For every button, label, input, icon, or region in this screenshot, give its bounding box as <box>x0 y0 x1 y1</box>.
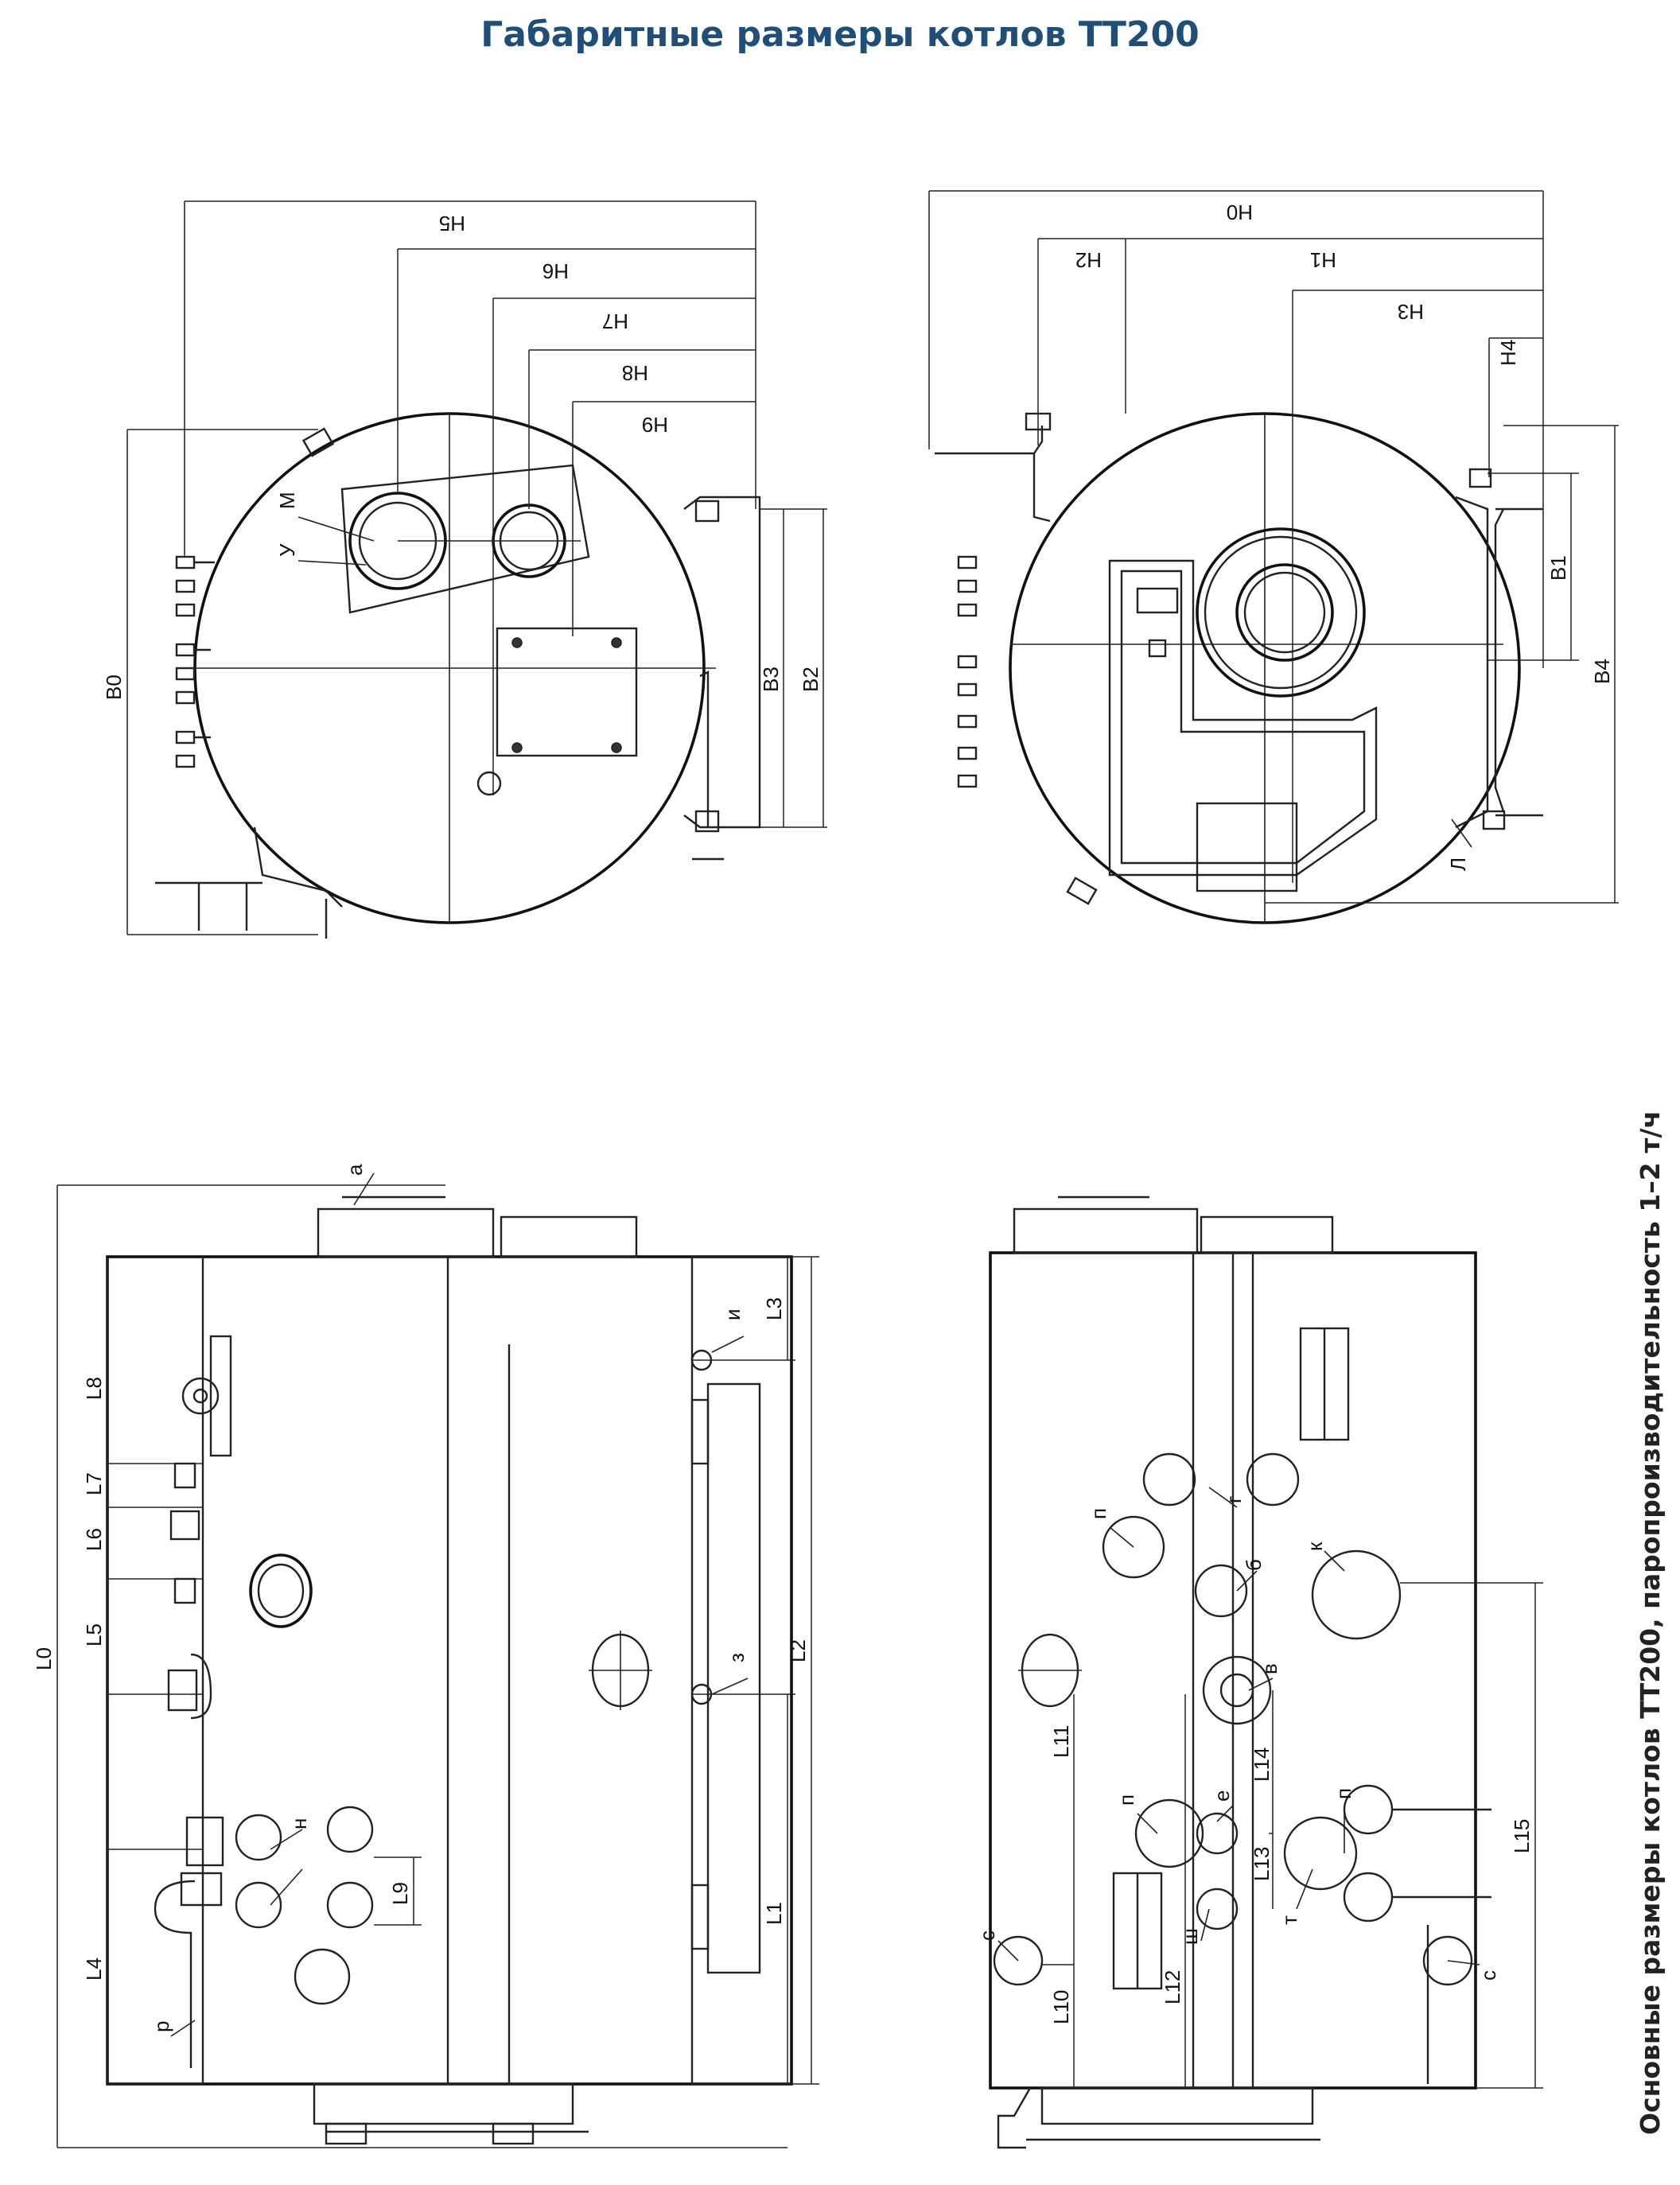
marker-g: г <box>1222 1496 1246 1503</box>
marker-p-2: п <box>1114 1794 1138 1806</box>
sight-glass-left <box>476 771 502 796</box>
top-box-right-b <box>1200 1215 1334 1254</box>
view-bottom-left <box>56 1172 819 2148</box>
top-panel-left <box>340 464 590 614</box>
dim-label-b2: B2 <box>799 667 822 692</box>
marker-a: а <box>343 1164 367 1176</box>
marker-r: р <box>150 2021 173 2032</box>
base-right <box>1040 2086 1314 2125</box>
dim-label-b4: B4 <box>1590 659 1614 684</box>
dim-label-l10: L10 <box>1049 1990 1073 2024</box>
top-box-left-a <box>317 1207 495 1258</box>
dim-label-h1: H1 <box>1310 248 1336 272</box>
dim-label-l5: L5 <box>82 1623 106 1647</box>
dim-label-h8: H8 <box>622 361 648 385</box>
door-left <box>496 627 638 757</box>
marker-i: и <box>721 1308 745 1320</box>
dim-label-l9: L9 <box>388 1882 412 1905</box>
marker-s-2: с <box>1476 1970 1500 1981</box>
top-box-left-b <box>500 1215 638 1258</box>
furnace-circle <box>1196 527 1366 698</box>
left-fittings <box>175 555 215 768</box>
dim-label-h2: H2 <box>1075 248 1102 272</box>
dim-label-b0: B0 <box>102 675 126 700</box>
dim-label-l6: L6 <box>82 1528 106 1551</box>
rear-box <box>1196 802 1298 892</box>
marker-t: т <box>1278 1915 1301 1925</box>
dim-label-l8: L8 <box>82 1377 106 1400</box>
page-title: Габаритные размеры котлов ТТ200 <box>480 14 1200 55</box>
base-left <box>313 2082 574 2125</box>
marker-sh: ш <box>1178 1928 1202 1945</box>
dim-label-l0: L0 <box>32 1647 56 1670</box>
dim-label-h5: H5 <box>439 212 465 235</box>
marker-m: М <box>275 492 299 509</box>
view-bottom-right <box>989 1196 1543 2149</box>
marker-u: У <box>275 543 299 557</box>
marker-v: в <box>1258 1663 1281 1674</box>
dim-label-l4: L4 <box>82 1958 106 1981</box>
dim-label-l14: L14 <box>1250 1748 1274 1782</box>
dim-label-h7: H7 <box>602 309 628 333</box>
dim-label-h3: H3 <box>1398 300 1424 324</box>
rear-frame <box>1108 559 1378 877</box>
dim-label-b1: B1 <box>1546 555 1570 581</box>
side-rail <box>706 1382 761 1974</box>
marker-s-1: с <box>975 1930 999 1941</box>
dim-label-l3: L3 <box>762 1297 786 1320</box>
marker-p-3: п <box>1332 1788 1355 1799</box>
manhole-left <box>249 1553 313 1628</box>
dim-label-h6: H6 <box>542 259 569 283</box>
dim-label-l12: L12 <box>1161 1970 1184 2004</box>
marker-b: б <box>1242 1559 1266 1571</box>
view-top-right <box>928 190 1619 924</box>
top-box-right-a <box>1013 1207 1199 1254</box>
marker-n: н <box>287 1818 311 1829</box>
dim-label-b3: B3 <box>759 667 783 692</box>
view-top-left <box>126 200 827 939</box>
dim-label-h9: H9 <box>642 413 668 437</box>
marker-l: Л <box>1446 857 1470 871</box>
dim-label-l1: L1 <box>762 1902 786 1925</box>
dim-label-l11: L11 <box>1049 1725 1073 1758</box>
dim-label-l15: L15 <box>1510 1819 1534 1853</box>
marker-e: е <box>1210 1790 1234 1802</box>
marker-p-1: п <box>1087 1508 1110 1519</box>
dim-label-h4: H4 <box>1496 340 1520 366</box>
dim-label-l7: L7 <box>82 1472 106 1495</box>
flue-circle <box>1235 563 1334 662</box>
marker-z: з <box>725 1653 749 1662</box>
dim-label-h0: H0 <box>1227 200 1253 224</box>
flange-k <box>1311 1549 1402 1640</box>
dim-label-l13: L13 <box>1250 1847 1274 1881</box>
dim-label-l2: L2 <box>786 1639 810 1662</box>
marker-k: к <box>1303 1542 1327 1551</box>
